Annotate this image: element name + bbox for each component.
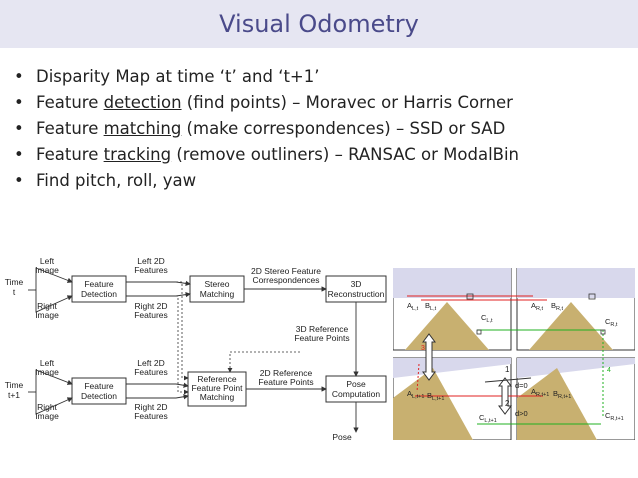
reference-matching-box — [187, 371, 247, 407]
panel-top-right — [516, 268, 635, 351]
bullet-item: •Feature tracking (remove outliners) – R… — [14, 145, 520, 164]
point-c-lt: CL,t — [481, 313, 493, 324]
bullet-item: •Find pitch, roll, yaw — [14, 171, 197, 190]
point-c-rt: CR,t — [605, 317, 618, 328]
point-b-rt1: BR,t+1 — [553, 389, 571, 400]
d-greater-label: d>0 — [515, 409, 528, 418]
point-c-lt1: CL,t+1 — [479, 413, 497, 424]
feature-detection-box — [71, 275, 127, 303]
feature-detection-box — [71, 377, 127, 405]
point-c-rt1: CR,t+1 — [605, 411, 624, 422]
point-a-lt: AL,t — [407, 301, 419, 312]
title-bar: Visual Odometry — [0, 0, 638, 48]
panel-bottom-left — [393, 357, 512, 440]
bullet-list: •Disparity Map at time ‘t’ and ‘t+1’ •Fe… — [14, 64, 519, 194]
point-a-rt: AR,t — [531, 301, 544, 312]
stereo-matching-box — [189, 275, 245, 303]
panel-top-left — [393, 268, 512, 351]
point-b-lt: BL,t — [425, 301, 437, 312]
reconstruction-box — [325, 275, 387, 303]
point-a-rt1: AR,t+1 — [531, 387, 549, 398]
slide-title: Visual Odometry — [219, 10, 419, 38]
point-b-lt1: BL,t+1 — [427, 391, 444, 402]
pose-output-label: Pose — [332, 432, 352, 442]
marker-3: 3 — [421, 345, 425, 352]
bullet-item: •Feature matching (make correspondences)… — [14, 119, 506, 138]
point-b-rt: BR,t — [551, 301, 564, 312]
bullet-item: •Disparity Map at time ‘t’ and ‘t+1’ — [14, 67, 320, 86]
point-a-lt1: AL,t+1 — [407, 389, 424, 400]
marker-2: 2 — [505, 399, 510, 408]
stereo-geometry-figure: AL,t BL,t CL,t AR,t BR,t CR,t AL,t+1 BL,… — [393, 268, 635, 440]
marker-1: 1 — [505, 365, 510, 374]
d-equals-label: d=0 — [515, 381, 528, 390]
panel-bottom-right — [516, 357, 635, 440]
bullet-item: •Feature detection (find points) – Morav… — [14, 93, 513, 112]
marker-4: 4 — [607, 367, 611, 374]
